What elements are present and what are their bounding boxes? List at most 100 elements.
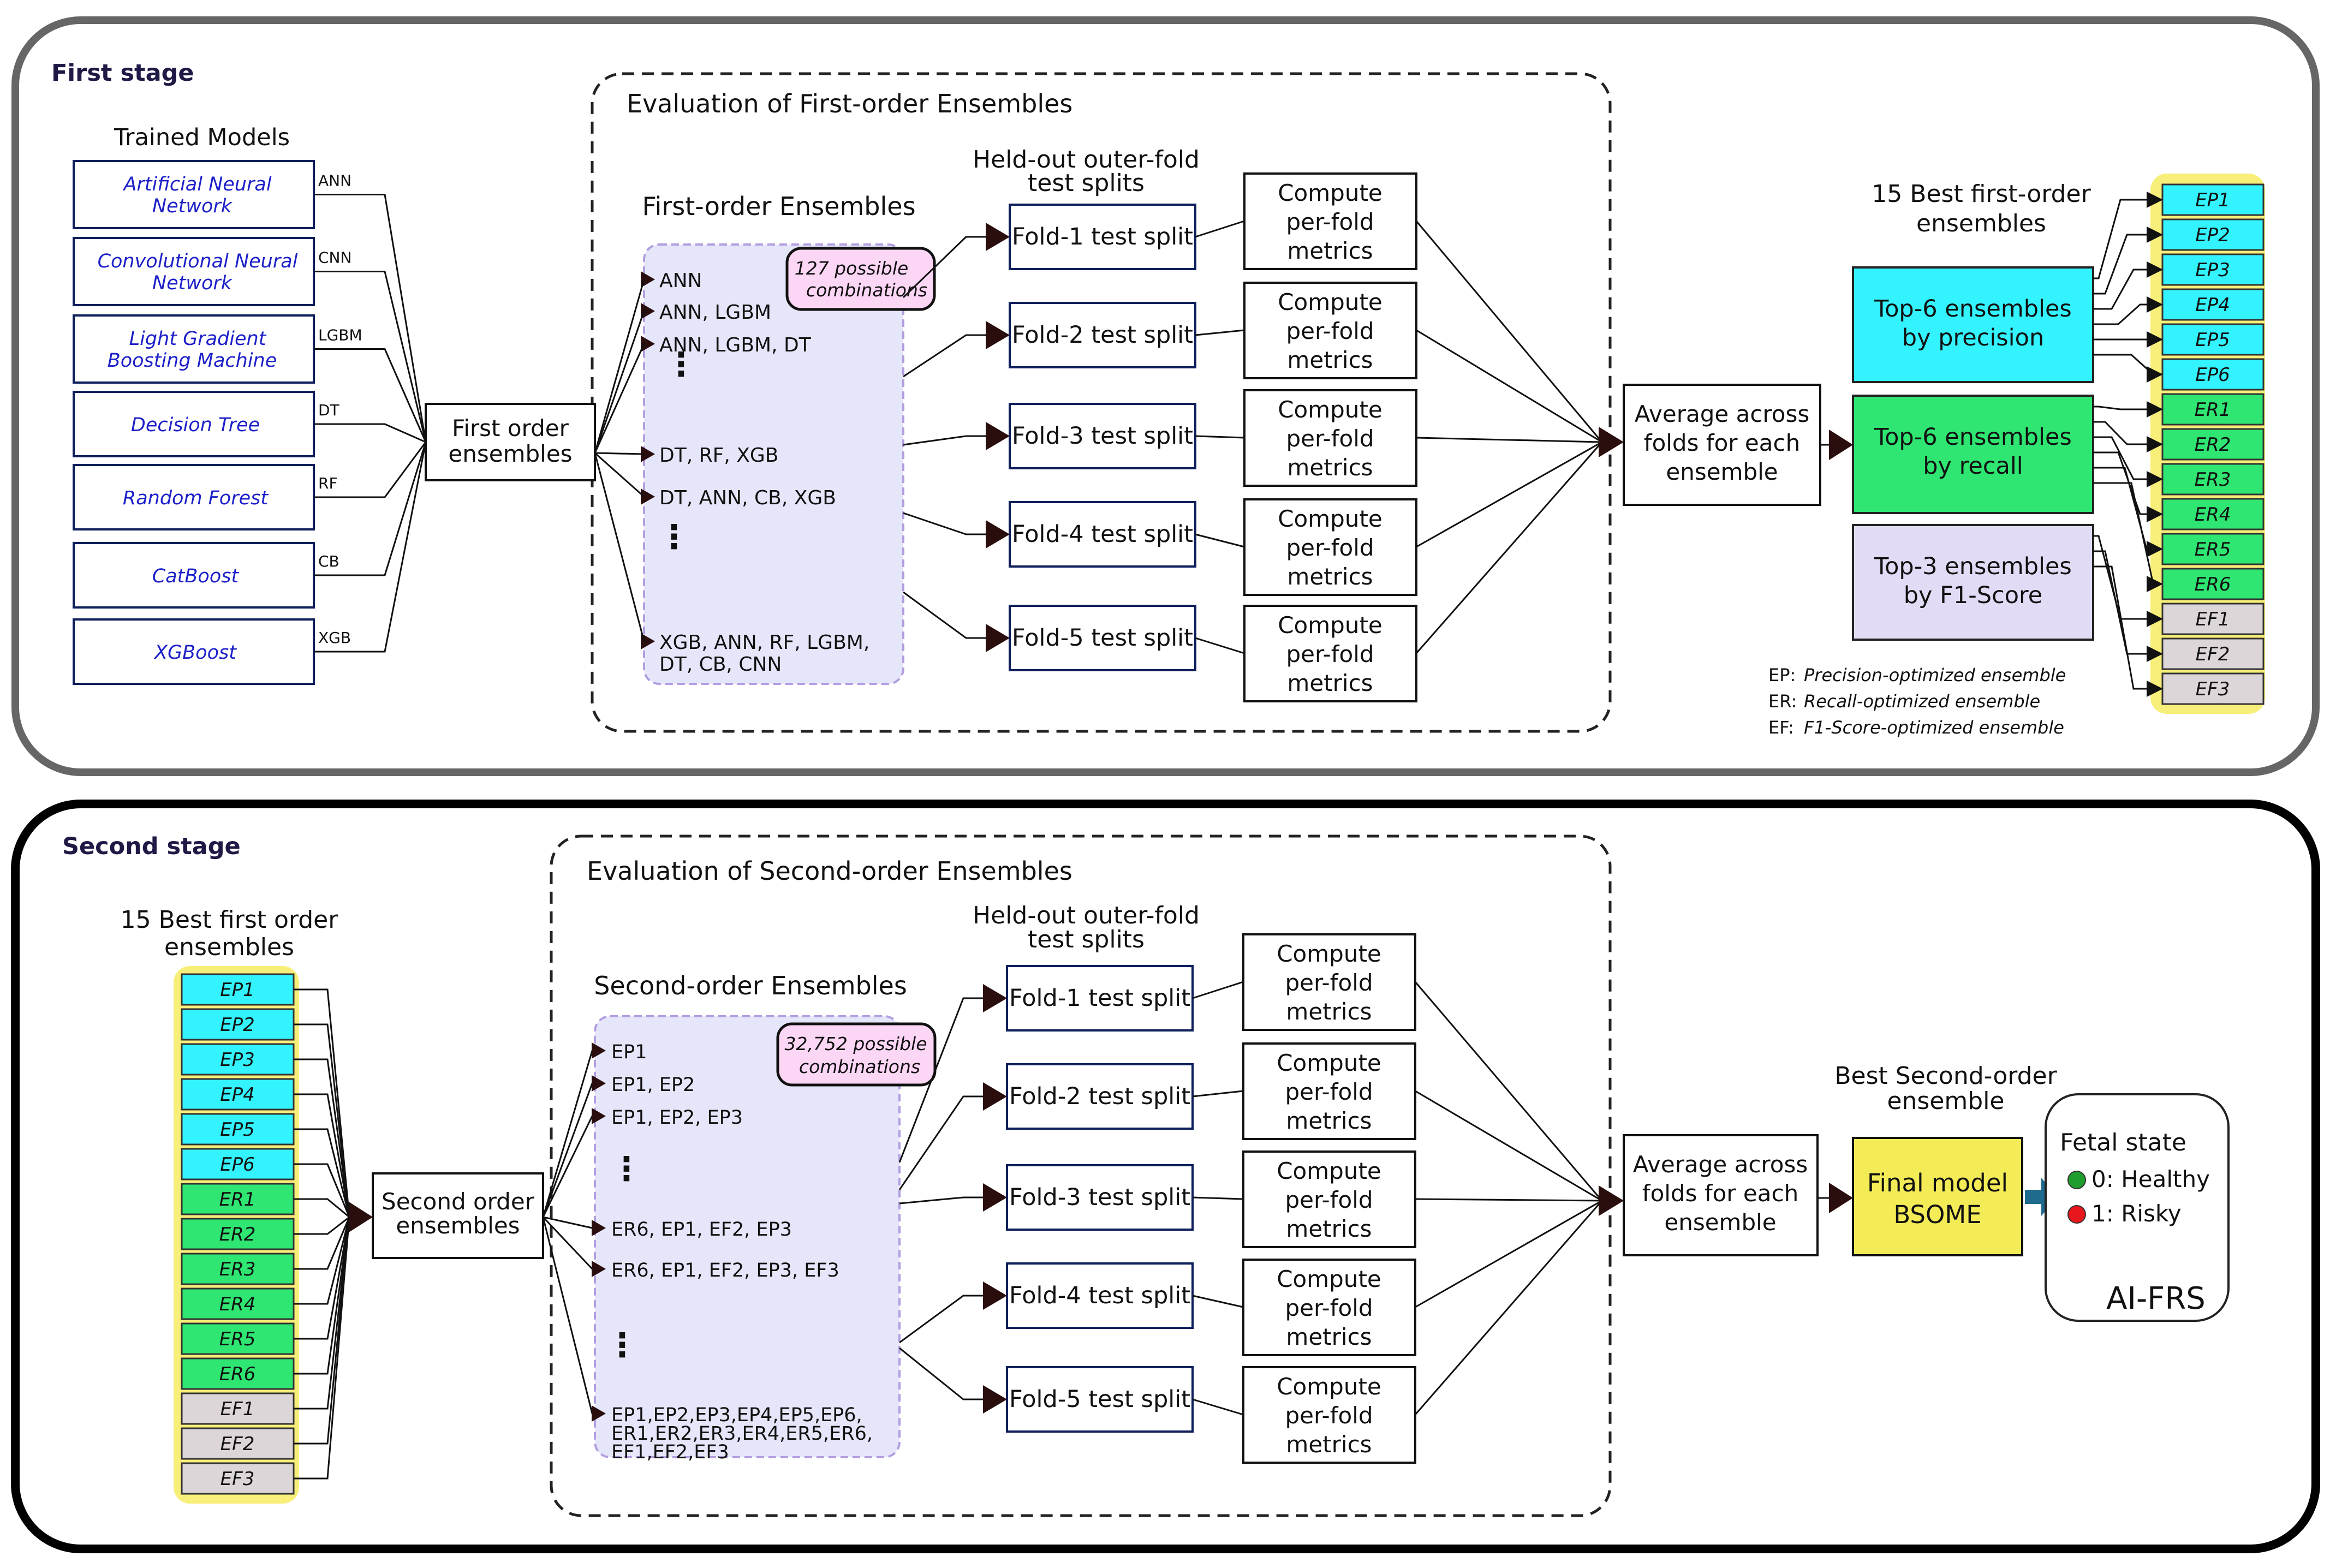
second-ensemble-item-arrow-icon bbox=[592, 1108, 606, 1124]
second-stage-panel bbox=[11, 800, 2320, 1553]
best-first-order-list: EP1EP2EP3EP4EP5EP6ER1ER2ER3ER4ER5ER6EF1E… bbox=[2093, 174, 2265, 714]
fold-3-arrow-icon bbox=[986, 422, 1010, 450]
metric-4-line-2: per-fold bbox=[1286, 534, 1374, 561]
second-order-ensemble-item: ER1,ER2,ER3,ER4,ER5,ER6, bbox=[611, 1423, 873, 1445]
model-abbr-cnn: CNN bbox=[318, 249, 351, 267]
fold-4-box bbox=[1006, 1262, 1194, 1329]
metric-1-line-2: per-fold bbox=[1286, 208, 1374, 235]
metric-5-box bbox=[1242, 1366, 1416, 1464]
input-item-label: ER3 bbox=[219, 1259, 256, 1280]
model-abbr-lgbm: LGBM bbox=[318, 326, 362, 344]
metric-5-box bbox=[1243, 605, 1417, 702]
metric-2-line-3: metrics bbox=[1287, 347, 1373, 373]
model-connector bbox=[314, 423, 426, 443]
group-to-best-connector bbox=[2093, 401, 2163, 418]
model-connector bbox=[314, 348, 427, 443]
second-ensemble-item-arrow-icon bbox=[592, 1220, 606, 1236]
model-name-rf: Random Forest bbox=[123, 487, 269, 509]
model-abbr-rf: RF bbox=[318, 474, 338, 492]
model-name-xgb: XGBoost bbox=[153, 642, 237, 664]
fold-5-arrow-icon bbox=[986, 624, 1010, 652]
fetal-state-0: 0: Healthy bbox=[2091, 1166, 2210, 1193]
best-item-label: EF3 bbox=[2196, 678, 2230, 700]
fold-2-label: Fold-2 test split bbox=[1012, 321, 1193, 349]
metric-to-average-connector bbox=[1415, 1200, 1602, 1308]
model-name-ann-line-2: Network bbox=[152, 195, 233, 217]
combiner-connector bbox=[594, 279, 645, 454]
metric-to-average-connector bbox=[1414, 1200, 1603, 1415]
metric-to-average-connector bbox=[1415, 1198, 1602, 1202]
second-combinations-badge bbox=[776, 1022, 937, 1087]
average-arrow-icon bbox=[1599, 1185, 1624, 1216]
best-item-er4 bbox=[2161, 498, 2265, 530]
input-item-label: ER1 bbox=[219, 1189, 256, 1211]
state-dot-icon bbox=[2067, 1171, 2086, 1189]
metric-5-line-2: per-fold bbox=[1285, 1402, 1373, 1429]
fetal-state-output-box bbox=[2045, 1093, 2230, 1322]
best-item-label: ER5 bbox=[2195, 539, 2231, 561]
input-item-label: EP5 bbox=[220, 1119, 255, 1141]
fetal-state-title: Fetal state bbox=[2060, 1129, 2186, 1156]
group-to-best-connector bbox=[2093, 535, 2163, 627]
metric-5-line-3: metrics bbox=[1286, 1431, 1372, 1458]
svg-text:⋮: ⋮ bbox=[606, 1326, 639, 1364]
selection-group-1 bbox=[1852, 266, 2094, 383]
model-box-rf bbox=[73, 464, 315, 530]
metric-5-line-1: Compute bbox=[1277, 1373, 1381, 1400]
pool-to-fold-connector bbox=[898, 1095, 985, 1190]
metric-4-line-2: per-fold bbox=[1285, 1295, 1373, 1321]
group-to-best-connector bbox=[2093, 192, 2163, 279]
average-arrow-icon bbox=[1599, 427, 1624, 457]
legend-text: F1-Score-optimized ensemble bbox=[1804, 717, 2064, 738]
pool-to-fold-connector bbox=[902, 236, 988, 299]
combiner-arrow-icon bbox=[349, 1202, 373, 1232]
fold-5-label: Fold-5 test split bbox=[1009, 1386, 1190, 1413]
first-order-ensemble-item: DT, RF, XGB bbox=[659, 444, 778, 467]
input-to-combiner-connector bbox=[294, 1217, 350, 1340]
metric-3-line-2: per-fold bbox=[1286, 425, 1374, 452]
legend-key: EP: bbox=[1768, 665, 1796, 685]
model-name-cnn-line-1: Convolutional Neural bbox=[98, 251, 298, 272]
input-item-label: ER5 bbox=[219, 1328, 256, 1350]
metric-to-average-connector bbox=[1415, 442, 1603, 654]
ensemble-item-arrow-icon bbox=[641, 336, 655, 352]
combinations-badge bbox=[785, 247, 936, 311]
selection-group-2-line-2: by recall bbox=[1923, 452, 2023, 480]
model-name-cnn-line-2: Network bbox=[152, 272, 233, 294]
input-to-combiner-connector bbox=[294, 1163, 350, 1218]
metric-to-average-connector bbox=[1415, 220, 1603, 443]
group-to-best-connector bbox=[2093, 482, 2163, 592]
first-stage-title: First stage bbox=[51, 59, 194, 87]
first-order-combiner-line-2: ensembles bbox=[448, 440, 572, 467]
fold-2-label: Fold-2 test split bbox=[1009, 1083, 1190, 1110]
vertical-ellipsis: ⋮ ⋮ bbox=[658, 345, 698, 556]
fold-2-arrow-icon bbox=[986, 321, 1010, 349]
fold-1-arrow-icon bbox=[983, 984, 1007, 1012]
first-order-ensemble-item: XGB, ANN, RF, LGBM, bbox=[659, 631, 869, 654]
first-order-ensemble-item: DT, CB, CNN bbox=[659, 653, 782, 676]
state-dot-icon bbox=[2067, 1205, 2086, 1224]
best-item-label: EP2 bbox=[2195, 224, 2230, 246]
svg-text:⋮: ⋮ bbox=[658, 518, 690, 556]
group-to-best-connector bbox=[2093, 436, 2163, 487]
fold-2-box bbox=[1006, 1063, 1194, 1130]
fold-to-metric-connector bbox=[1192, 1196, 1244, 1200]
best-second-order-title-line-1: Best Second-order bbox=[1834, 1062, 2057, 1090]
pool-to-fold-connector bbox=[898, 997, 985, 1163]
input-item-ep5 bbox=[181, 1113, 295, 1146]
ensemble-item-arrow-icon bbox=[641, 488, 655, 505]
model-name-dt: Decision Tree bbox=[131, 414, 260, 436]
input-item-label: EP1 bbox=[220, 979, 255, 1001]
selection-group-1-line-1: Top-6 ensembles bbox=[1874, 295, 2072, 323]
input-item-label: ER2 bbox=[219, 1224, 256, 1245]
metric-1-line-3: metrics bbox=[1287, 237, 1373, 264]
best-second-order-title-line-2: ensemble bbox=[1887, 1087, 2004, 1115]
first-order-average-box bbox=[1623, 384, 1821, 506]
second-stage-title: Second stage bbox=[62, 833, 241, 860]
input-to-combiner-connector bbox=[294, 1023, 350, 1218]
input-to-combiner-connector bbox=[294, 1058, 350, 1218]
second-combiner-connector bbox=[542, 1116, 593, 1218]
second-order-ensemble-item: ER6, EP1, EF2, EP3, EF3 bbox=[611, 1260, 839, 1281]
combiner-connector bbox=[594, 452, 645, 455]
